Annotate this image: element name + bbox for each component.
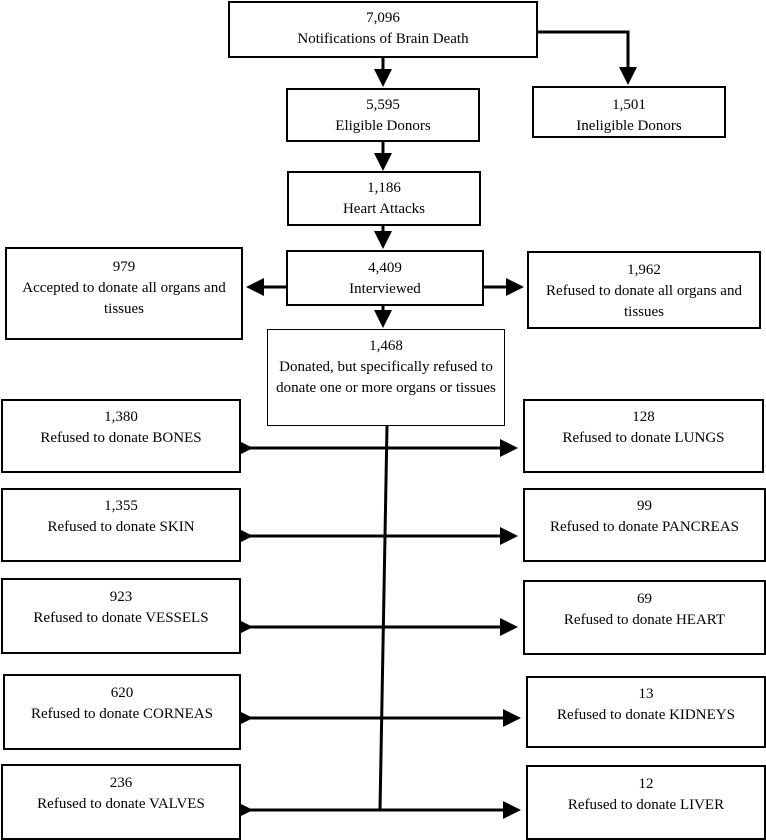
refused-corneas-box: 620 Refused to donate CORNEAS	[3, 674, 241, 750]
kidneys-label: Refused to donate KIDNEYS	[557, 707, 735, 723]
ineligible-donors-box: 1,501 Ineligible Donors	[532, 86, 726, 138]
skin-label: Refused to donate SKIN	[47, 519, 195, 535]
valves-label: Refused to donate VALVES	[37, 796, 205, 812]
lungs-count: 128	[632, 409, 655, 425]
heart-count: 69	[637, 591, 652, 607]
kidneys-count: 13	[638, 686, 654, 702]
ineligible-count: 1,501	[612, 97, 646, 113]
refused-all-box: 1,962 Refused to donate all organs and t…	[527, 251, 761, 329]
heart-attacks-label: Heart Attacks	[342, 201, 426, 217]
refused-liver-box: 12 Refused to donate LIVER	[526, 765, 766, 840]
refused-skin-box: 1,355 Refused to donate SKIN	[1, 488, 241, 562]
accepted-count: 979	[112, 259, 136, 275]
vessels-count: 923	[109, 589, 133, 605]
donated-partial-label: Donated, but specifically refused to don…	[276, 359, 496, 396]
corneas-count: 620	[110, 685, 134, 701]
bones-count: 1,380	[104, 409, 138, 425]
notifications-box: 7,096 Notifications of Brain Death	[228, 1, 538, 58]
trunk-line	[378, 425, 389, 811]
eligible-label: Eligible Donors	[335, 118, 431, 134]
pancreas-count: 99	[637, 498, 652, 514]
refused-lungs-box: 128 Refused to donate LUNGS	[523, 399, 764, 473]
interviewed-label: Interviewed	[349, 281, 421, 297]
corneas-label: Refused to donate CORNEAS	[30, 706, 214, 722]
interviewed-count: 4,409	[368, 260, 402, 276]
heart-label: Refused to donate HEART	[563, 612, 726, 628]
lungs-label: Refused to donate LUNGS	[562, 430, 725, 446]
valves-count: 236	[109, 775, 133, 791]
eligible-count: 5,595	[366, 97, 400, 113]
accepted-all-box: 979 Accepted to donate all organs and ti…	[5, 247, 243, 340]
donated-partial-count: 1,468	[369, 338, 403, 354]
interviewed-box: 4,409 Interviewed	[286, 250, 484, 306]
eligible-donors-box: 5,595 Eligible Donors	[286, 88, 480, 142]
refused-kidneys-box: 13 Refused to donate KIDNEYS	[526, 676, 766, 748]
heart-attacks-count: 1,186	[367, 180, 401, 196]
ineligible-label: Ineligible Donors	[576, 118, 682, 134]
accepted-label: Accepted to donate all organs and tissue…	[22, 280, 226, 317]
refused-all-count: 1,962	[627, 262, 661, 278]
refused-valves-box: 236 Refused to donate VALVES	[1, 764, 241, 840]
donated-partial-box: 1,468 Donated, but specifically refused …	[267, 329, 505, 426]
vessels-label: Refused to donate VESSELS	[33, 610, 209, 626]
skin-count: 1,355	[104, 498, 138, 514]
liver-label: Refused to donate LIVER	[567, 797, 725, 813]
notifications-count: 7,096	[366, 10, 400, 26]
refused-all-label: Refused to donate all organs and tissues	[546, 283, 742, 320]
refused-heart-box: 69 Refused to donate HEART	[523, 580, 766, 655]
refused-pancreas-box: 99 Refused to donate PANCREAS	[523, 488, 766, 562]
pancreas-label: Refused to donate PANCREAS	[549, 519, 740, 535]
refused-bones-box: 1,380 Refused to donate BONES	[1, 399, 241, 473]
refused-vessels-box: 923 Refused to donate VESSELS	[1, 578, 241, 654]
bones-label: Refused to donate BONES	[40, 430, 202, 446]
notifications-label: Notifications of Brain Death	[297, 31, 469, 47]
liver-count: 12	[638, 776, 654, 792]
heart-attacks-box: 1,186 Heart Attacks	[287, 171, 481, 226]
arrow-to-ineligible	[538, 30, 637, 85]
